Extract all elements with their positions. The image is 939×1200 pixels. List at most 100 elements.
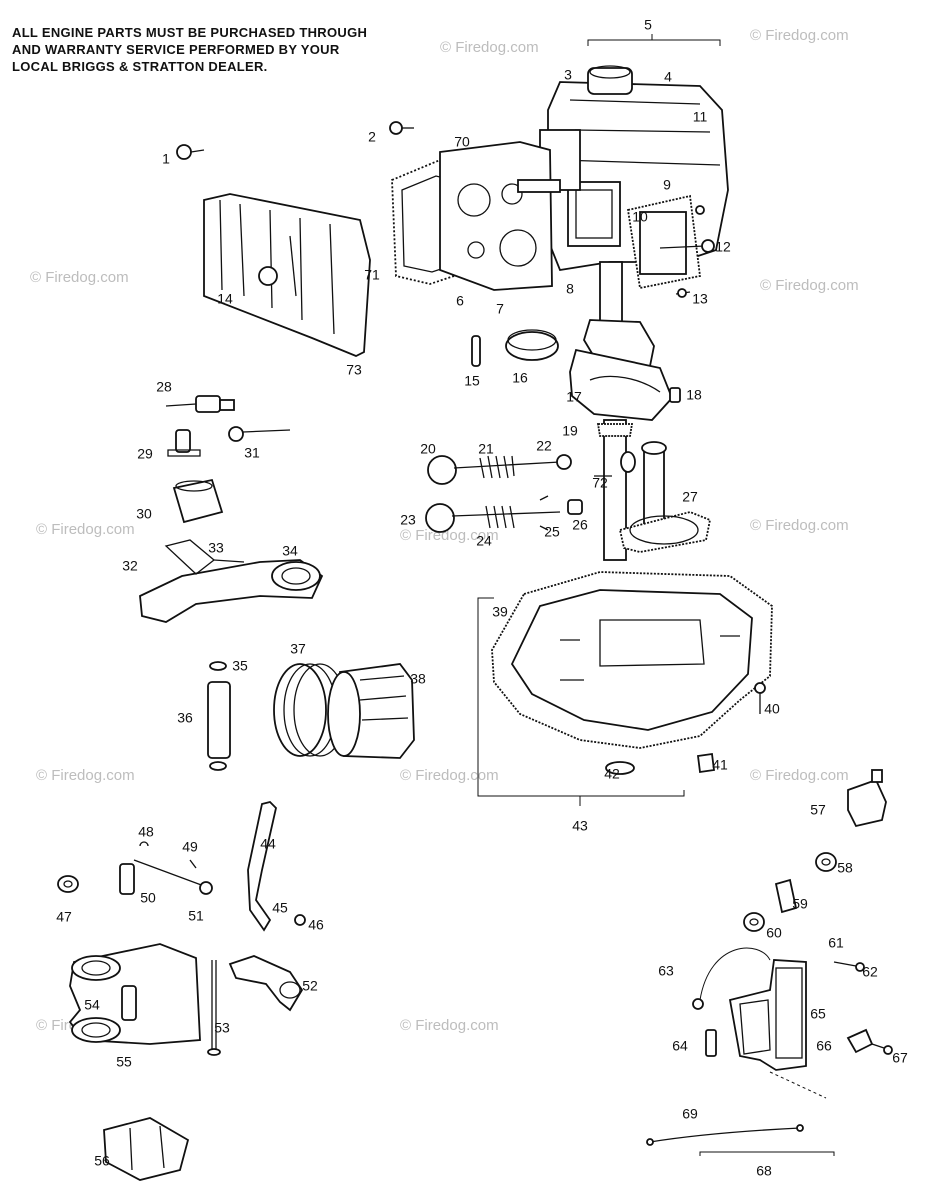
wire-69: [646, 1071, 827, 1146]
callout-20: 20: [420, 441, 436, 457]
callout-72: 72: [592, 475, 608, 491]
callout-12: 12: [715, 239, 731, 255]
callout-46: 46: [308, 917, 324, 933]
callout-66: 66: [816, 1038, 832, 1054]
callout-34: 34: [282, 543, 298, 559]
terminal-64: [705, 1029, 717, 1057]
callout-39: 39: [492, 604, 508, 620]
callout-6: 6: [456, 293, 464, 309]
dealer-notice: ALL ENGINE PARTS MUST BE PURCHASED THROU…: [12, 24, 452, 75]
piston-pin: [207, 661, 231, 771]
callout-11: 11: [693, 109, 708, 125]
callout-17: 17: [566, 389, 582, 405]
washer-58: [815, 852, 837, 872]
engine-mount-55: [68, 943, 201, 1045]
callout-61: 61: [828, 935, 844, 951]
watermark: © Firedog.com: [750, 767, 849, 784]
callout-29: 29: [137, 446, 153, 462]
callout-56: 56: [94, 1153, 110, 1169]
exhaust-valve-assembly: [427, 451, 636, 485]
callout-60: 60: [766, 925, 782, 941]
callout-41: 41: [712, 757, 728, 773]
callout-32: 32: [122, 558, 138, 574]
callout-2: 2: [368, 129, 376, 145]
callout-64: 64: [672, 1038, 688, 1054]
callout-1: 1: [162, 151, 170, 167]
callout-52: 52: [302, 978, 318, 994]
control-bracket-52: [228, 955, 304, 1012]
callout-70: 70: [454, 134, 470, 150]
notice-line-3: LOCAL BRIGGS & STRATTON DEALER.: [12, 59, 268, 74]
callout-14: 14: [217, 291, 233, 307]
callout-57: 57: [810, 802, 826, 818]
callout-19: 19: [562, 423, 578, 439]
callout-38: 38: [410, 671, 426, 687]
callout-10: 10: [632, 209, 648, 225]
callout-69: 69: [682, 1106, 698, 1122]
watermark: © Firedog.com: [30, 269, 129, 286]
crankshaft-assembly: [569, 261, 674, 561]
breather-assembly: [626, 194, 715, 298]
callout-68: 68: [756, 1163, 772, 1179]
bolt-part-1: [176, 144, 205, 160]
camshaft: [618, 441, 712, 553]
callout-67: 67: [892, 1050, 908, 1066]
callout-55: 55: [116, 1054, 132, 1070]
callout-53: 53: [214, 1020, 230, 1036]
bolt-part-2: [389, 121, 414, 135]
callout-42: 42: [604, 766, 620, 782]
governor-part-29: [167, 429, 201, 457]
watermark: © Firedog.com: [36, 767, 135, 784]
callout-45: 45: [272, 900, 288, 916]
callout-65: 65: [810, 1006, 826, 1022]
connecting-rod: [139, 539, 324, 623]
governor-part-30: [172, 478, 224, 524]
callout-71: 71: [364, 267, 380, 283]
bracket-68: [699, 1151, 835, 1156]
governor-shaft-assembly: [119, 841, 213, 895]
piston-and-rings: [273, 663, 415, 759]
callout-7: 7: [496, 301, 504, 317]
watermark: © Firedog.com: [400, 767, 499, 784]
bracket-56: [103, 1117, 190, 1181]
watermark: © Firedog.com: [400, 1017, 499, 1034]
callout-26: 26: [572, 517, 588, 533]
callout-28: 28: [156, 379, 172, 395]
callout-9: 9: [663, 177, 671, 193]
nut-46: [294, 914, 306, 926]
ignition-module-65: [692, 947, 807, 1071]
callout-44: 44: [260, 836, 276, 852]
callout-35: 35: [232, 658, 248, 674]
callout-62: 62: [862, 964, 878, 980]
callout-43: 43: [572, 818, 588, 834]
callout-51: 51: [188, 908, 204, 924]
callout-36: 36: [177, 710, 193, 726]
callout-4: 4: [664, 69, 672, 85]
callout-50: 50: [140, 890, 156, 906]
watermark: © Firedog.com: [750, 517, 849, 534]
weight-part-16: [505, 329, 559, 361]
crankcase-cover: [491, 571, 773, 775]
callout-37: 37: [290, 641, 306, 657]
connector-66-67: [846, 1028, 893, 1055]
bracket-5: [587, 34, 721, 46]
clip-59: [774, 878, 798, 914]
callout-63: 63: [658, 963, 674, 979]
key-part-18: [669, 387, 681, 403]
callout-22: 22: [536, 438, 552, 454]
notice-line-2: AND WARRANTY SERVICE PERFORMED BY YOUR: [12, 42, 340, 57]
cylinder-head-assembly: [391, 141, 561, 291]
callout-58: 58: [837, 860, 853, 876]
notice-line-1: ALL ENGINE PARTS MUST BE PURCHASED THROU…: [12, 25, 368, 40]
solenoid-57: [847, 769, 887, 828]
watermark: © Firedog.com: [400, 527, 499, 544]
callout-27: 27: [682, 489, 698, 505]
callout-25: 25: [544, 524, 560, 540]
push-rod-53: [207, 960, 221, 1056]
callout-54: 54: [84, 997, 100, 1013]
watermark: © Firedog.com: [440, 39, 539, 56]
callout-18: 18: [686, 387, 702, 403]
pin-part-15: [471, 335, 481, 367]
cylinder-shroud: [203, 193, 371, 357]
